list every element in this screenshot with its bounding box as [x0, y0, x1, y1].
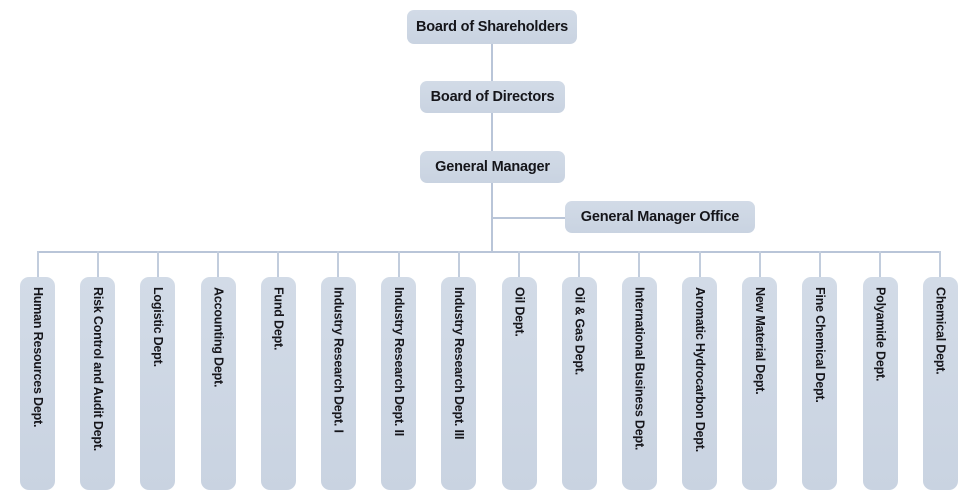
- department-label: Accounting Dept.: [211, 287, 226, 388]
- department-box-polyamide: Polyamide Dept.: [862, 277, 898, 490]
- node-label: General Manager Office: [580, 209, 740, 225]
- department-label: Logistic Dept.: [151, 287, 166, 367]
- connector-stub: [96, 251, 99, 277]
- connector-stub: [578, 251, 581, 277]
- connector-stub: [397, 251, 400, 277]
- department-box-accounting: Accounting Dept.: [200, 277, 236, 490]
- node-label: Board of Directors: [430, 89, 555, 105]
- connector-stub: [879, 251, 882, 277]
- connector-stub: [818, 251, 821, 277]
- department-box-oil: Oil Dept.: [501, 277, 537, 490]
- node-board-of-shareholders: Board of Shareholders: [407, 10, 577, 44]
- connector-bus-line: [37, 251, 941, 253]
- connector-stub: [156, 251, 159, 277]
- department-label: Industry Research Dept. II: [391, 287, 406, 437]
- department-label: Industry Research Dept. I: [331, 287, 346, 433]
- department-cell: Industry Research Dept. I: [320, 251, 356, 490]
- node-board-of-directors: Board of Directors: [420, 81, 565, 113]
- connector-stub: [457, 251, 460, 277]
- department-box-risk-control-audit: Risk Control and Audit Dept.: [80, 277, 116, 490]
- department-box-fine-chemical: Fine Chemical Dept.: [802, 277, 838, 490]
- department-label: Polyamide Dept.: [873, 287, 888, 382]
- department-label: International Business Dept.: [632, 287, 647, 451]
- department-box-logistic: Logistic Dept.: [140, 277, 176, 490]
- department-label: New Material Dept.: [753, 287, 767, 395]
- department-box-chemical: Chemical Dept.: [922, 277, 958, 490]
- department-cell: Logistic Dept.: [140, 251, 176, 490]
- connector-stub: [217, 251, 220, 277]
- department-cell: Fine Chemical Dept.: [802, 251, 838, 490]
- connector-stub: [698, 251, 701, 277]
- department-label: Oil & Gas Dept.: [572, 287, 587, 375]
- connector-gm-office-branch: [492, 217, 565, 219]
- department-label: Chemical Dept.: [933, 287, 948, 375]
- connector-directors-gm: [491, 113, 493, 151]
- department-cell: Aromatic Hydrocarbon Dept.: [682, 251, 718, 490]
- department-box-industry-research-1: Industry Research Dept. I: [320, 277, 356, 490]
- department-cell: Fund Dept.: [260, 251, 296, 490]
- department-box-fund: Fund Dept.: [260, 277, 296, 490]
- connector-stub: [36, 251, 39, 277]
- department-box-new-material: New Material Dept.: [742, 277, 778, 490]
- department-label: Oil Dept.: [512, 287, 527, 337]
- department-label: Aromatic Hydrocarbon Dept.: [692, 287, 707, 452]
- connector-shareholders-directors: [491, 44, 493, 81]
- department-label: Industry Research Dept. III: [452, 287, 467, 440]
- node-label: General Manager: [435, 159, 550, 175]
- department-box-international-business: International Business Dept.: [621, 277, 657, 490]
- node-label: Board of Shareholders: [415, 19, 569, 35]
- department-cell: Accounting Dept.: [200, 251, 236, 490]
- department-cell: Industry Research Dept. II: [381, 251, 417, 490]
- department-cell: Industry Research Dept. III: [441, 251, 477, 490]
- connector-stub: [337, 251, 340, 277]
- department-box-human-resources: Human Resources Dept.: [20, 277, 55, 490]
- connector-stub: [638, 251, 641, 277]
- connector-stub: [758, 251, 761, 277]
- connector-stub: [518, 251, 520, 277]
- department-label: Fine Chemical Dept.: [813, 287, 828, 403]
- department-box-oil-gas: Oil & Gas Dept.: [561, 277, 597, 490]
- department-cell: Oil & Gas Dept.: [561, 251, 597, 490]
- connector-stub: [939, 251, 942, 277]
- department-box-industry-research-3: Industry Research Dept. III: [441, 277, 477, 490]
- departments-row: Human Resources Dept. Risk Control and A…: [20, 251, 958, 490]
- department-cell: Chemical Dept.: [922, 251, 958, 490]
- department-label: Fund Dept.: [271, 287, 286, 351]
- node-general-manager-office: General Manager Office: [565, 201, 755, 233]
- department-label: Risk Control and Audit Dept.: [90, 287, 105, 452]
- department-cell: Polyamide Dept.: [862, 251, 898, 490]
- department-label: Human Resources Dept.: [30, 287, 45, 428]
- node-general-manager: General Manager: [420, 151, 565, 183]
- department-cell: Risk Control and Audit Dept.: [80, 251, 116, 490]
- department-cell: Human Resources Dept.: [20, 251, 55, 490]
- connector-stub: [277, 251, 280, 277]
- department-cell: Oil Dept.: [501, 251, 537, 490]
- department-box-industry-research-2: Industry Research Dept. II: [381, 277, 417, 490]
- department-box-aromatic-hydrocarbon: Aromatic Hydrocarbon Dept.: [682, 277, 718, 490]
- department-cell: International Business Dept.: [621, 251, 657, 490]
- department-cell: New Material Dept.: [742, 251, 778, 490]
